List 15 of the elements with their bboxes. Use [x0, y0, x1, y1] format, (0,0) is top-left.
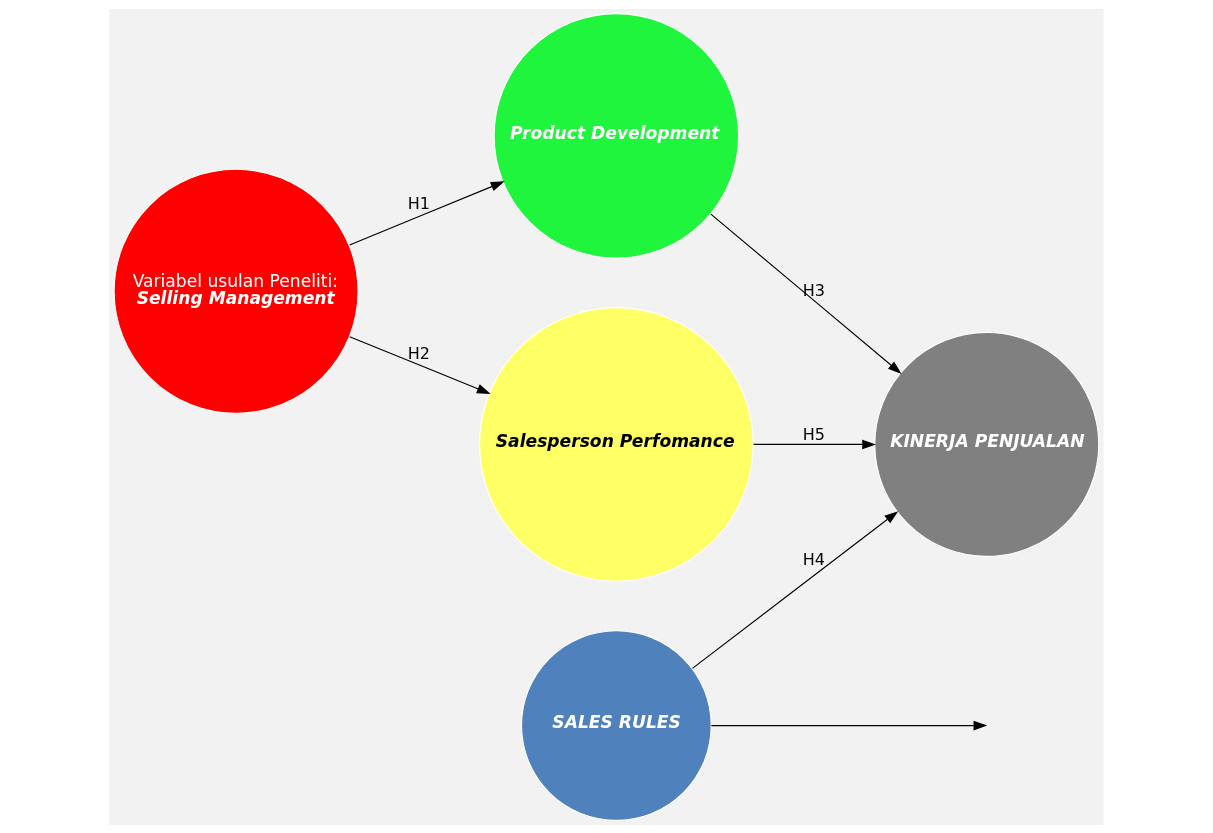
arrow: [752, 439, 876, 449]
edge-label: H1: [407, 193, 430, 213]
arrow: [349, 180, 505, 246]
arrow: [349, 335, 491, 394]
arrow: [691, 510, 899, 669]
arrow: [710, 213, 902, 374]
edge-label: H3: [802, 280, 826, 300]
node-circle: Product Development: [493, 12, 740, 259]
arrow: [710, 720, 988, 730]
edge-label: H4: [802, 549, 826, 569]
edge-label: H5: [802, 424, 826, 444]
node-circle: Variabel usulan Peneliti: Selling Management: [113, 168, 359, 414]
node-circle: SALES RULES: [520, 629, 712, 821]
edge-label: H2: [407, 343, 430, 363]
node-circle: KINERJA PENJUALAN: [874, 331, 1100, 557]
